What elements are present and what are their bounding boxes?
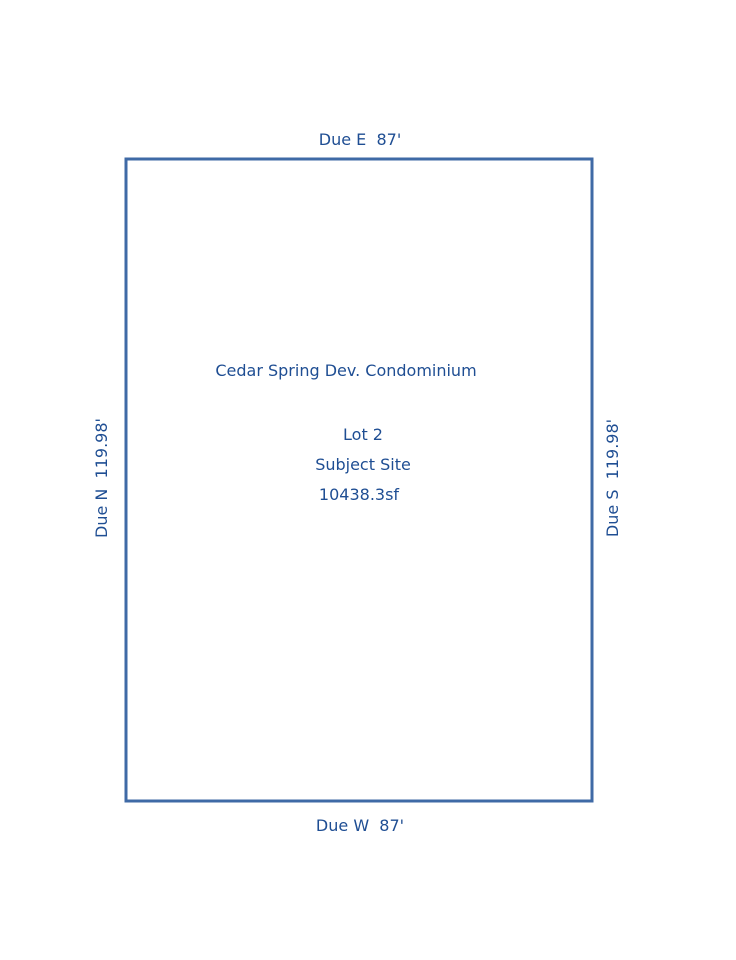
left-boundary-label: Due N 119.98': [92, 418, 111, 538]
development-name: Cedar Spring Dev. Condominium: [215, 361, 476, 380]
lot-number: Lot 2: [343, 425, 383, 444]
right-boundary-label: Due S 119.98': [603, 419, 622, 537]
lot-area: 10438.3sf: [319, 485, 400, 504]
site-designation: Subject Site: [315, 455, 411, 474]
lot-boundary: [124, 157, 594, 803]
top-boundary-label: Due E 87': [319, 130, 401, 149]
bottom-boundary-label: Due W 87': [316, 816, 404, 835]
